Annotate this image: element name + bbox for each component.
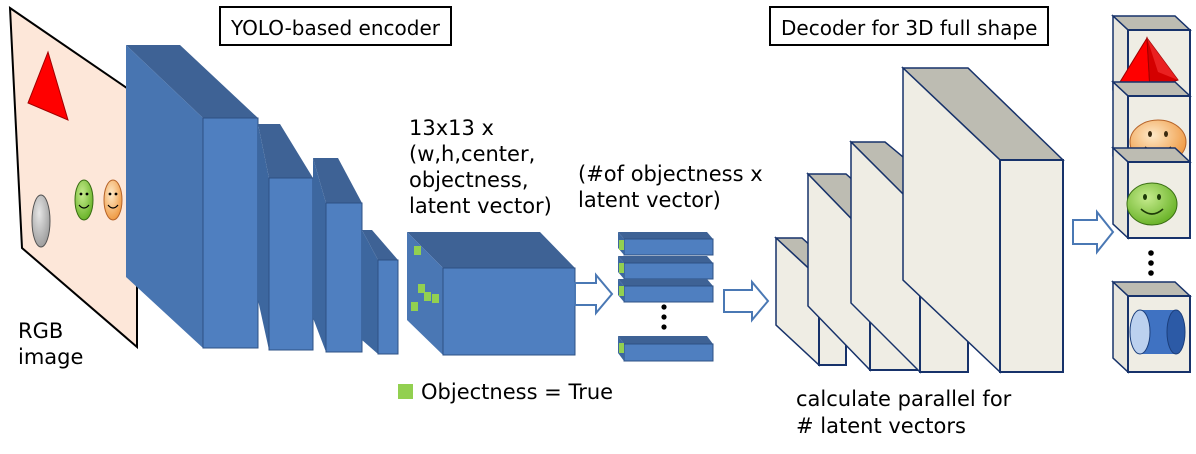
arrow-right-icon xyxy=(723,279,770,323)
red-pyramid-icon xyxy=(1119,36,1179,91)
objectness-cell xyxy=(424,292,431,301)
blue-cylinder-icon xyxy=(1129,309,1186,355)
objectness-cell xyxy=(432,294,439,303)
encoder-block-2 xyxy=(258,124,314,351)
latent-vector-stack xyxy=(618,232,714,362)
objectness-cell xyxy=(414,246,421,255)
gray-ellipse-icon xyxy=(31,194,51,248)
latent-vector-label-line2: latent vector) xyxy=(578,188,721,212)
output-shape-green-smiley xyxy=(1111,146,1192,240)
arrow-right-icon xyxy=(1072,209,1115,255)
rgb-image-label-line2: image xyxy=(18,345,84,369)
yolo-output-label-line2: (w,h,center, xyxy=(409,142,536,166)
arrow-right-icon xyxy=(574,272,614,316)
ellipsis-dots xyxy=(661,304,667,330)
orange-smiley-small-icon xyxy=(103,179,123,221)
yolo-output-label-line1: 13x13 x xyxy=(409,116,494,140)
encoder-block-3 xyxy=(313,158,363,353)
rgb-image-label-line1: RGB xyxy=(18,319,64,343)
decoder-title-box: Decoder for 3D full shape xyxy=(769,6,1050,46)
latent-vector-bar xyxy=(618,336,714,362)
objectness-legend-swatch xyxy=(398,384,413,399)
objectness-cell xyxy=(411,302,418,311)
output-shape-cylinder xyxy=(1111,280,1192,374)
latent-vector-bar xyxy=(618,279,714,303)
green-smiley-small-icon xyxy=(74,179,94,221)
yolo-output-tensor xyxy=(407,232,576,356)
decoder-block-4 xyxy=(901,66,1065,374)
decoder-note-line1: calculate parallel for xyxy=(796,387,1012,411)
yolo-output-label-line4: latent vector) xyxy=(409,194,552,218)
latent-vector-bar xyxy=(618,256,714,280)
latent-vector-bar xyxy=(618,232,714,256)
green-smiley-icon xyxy=(1126,182,1178,226)
rgb-image-plane xyxy=(8,6,138,350)
red-triangle-icon xyxy=(27,50,69,121)
decoder-note-line2: # latent vectors xyxy=(796,414,966,438)
objectness-cell xyxy=(418,284,425,293)
latent-vector-label-line1: (#of objectness x xyxy=(578,162,763,186)
encoder-block-4 xyxy=(362,230,399,355)
ellipsis-dots xyxy=(1148,250,1154,276)
encoder-block-1 xyxy=(126,45,259,349)
encoder-title-box: YOLO-based encoder xyxy=(219,6,452,46)
objectness-legend-text: Objectness = True xyxy=(421,380,614,404)
yolo-output-label-line3: objectness, xyxy=(409,168,529,192)
